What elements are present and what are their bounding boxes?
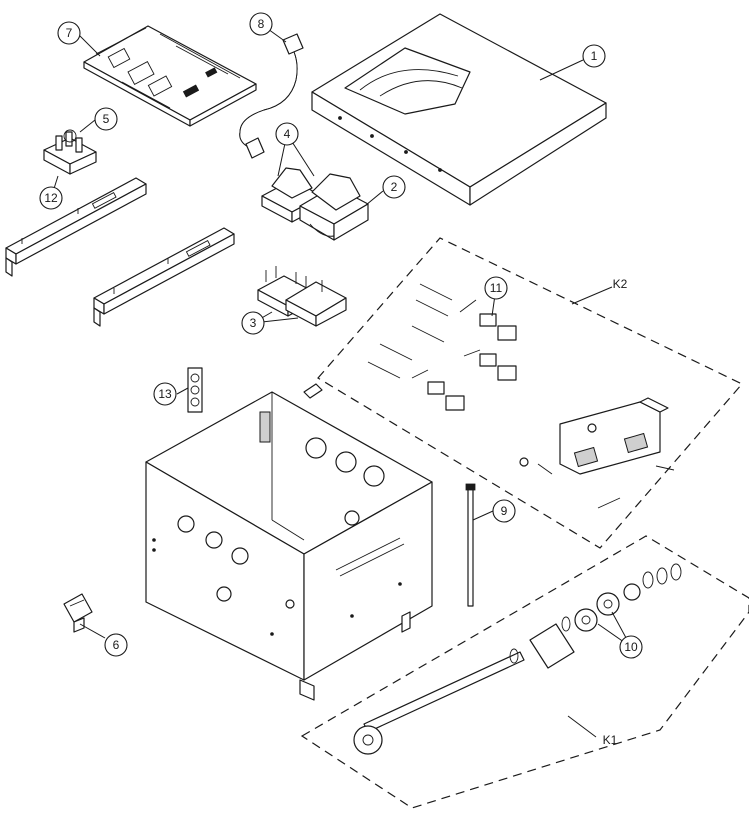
callout-8-label: 8 (258, 17, 265, 31)
callout-6: 6 (104, 633, 128, 657)
part-relays (257, 266, 347, 327)
callout-1: 1 (582, 44, 606, 68)
callout-13-label: 13 (158, 387, 172, 401)
callout-12-label: 12 (44, 191, 58, 205)
part-small-bracket (63, 593, 93, 633)
callout-2: 2 (382, 175, 406, 199)
callout-1-label: 1 (591, 49, 598, 63)
part-upper-rail (5, 177, 147, 277)
callout-3-label: 3 (250, 316, 257, 330)
callout-9: 9 (492, 499, 516, 523)
callout-10-label: 10 (624, 640, 638, 654)
part-terminal-block (43, 129, 97, 175)
callout-4-label: 4 (284, 127, 291, 141)
kit-k2-boundary (317, 237, 743, 549)
part-transformers (261, 167, 369, 241)
kit-k1-boundary (300, 535, 749, 809)
callout-12: 12 (39, 186, 63, 210)
callout-2-label: 2 (391, 180, 398, 194)
part-housing-box (145, 383, 433, 701)
callout-13: 13 (153, 382, 177, 406)
callout-3: 3 (241, 311, 265, 335)
callout-11-label: 11 (490, 281, 503, 295)
callout-7-label: 7 (66, 26, 73, 40)
callout-5: 5 (94, 107, 118, 131)
callout-6-label: 6 (113, 638, 120, 652)
kit-k1-label: K1 (603, 733, 618, 747)
callout-10: 10 (619, 635, 643, 659)
callout-8: 8 (249, 12, 273, 36)
callout-5-label: 5 (103, 112, 110, 126)
kit-k2-contents (367, 283, 675, 509)
callout-11: 11 (484, 276, 508, 300)
kit-k1-contents (353, 563, 682, 755)
callout-4: 4 (275, 122, 299, 146)
part-connector-strip (187, 367, 203, 413)
kit-k2-label: K2 (613, 277, 628, 291)
part-cable (239, 33, 304, 159)
callout-9-label: 9 (501, 504, 508, 518)
part-rod (465, 483, 476, 607)
part-circuit-board (83, 25, 257, 127)
part-lower-rail (93, 227, 235, 327)
callout-7: 7 (57, 21, 81, 45)
part-cover (311, 13, 607, 206)
